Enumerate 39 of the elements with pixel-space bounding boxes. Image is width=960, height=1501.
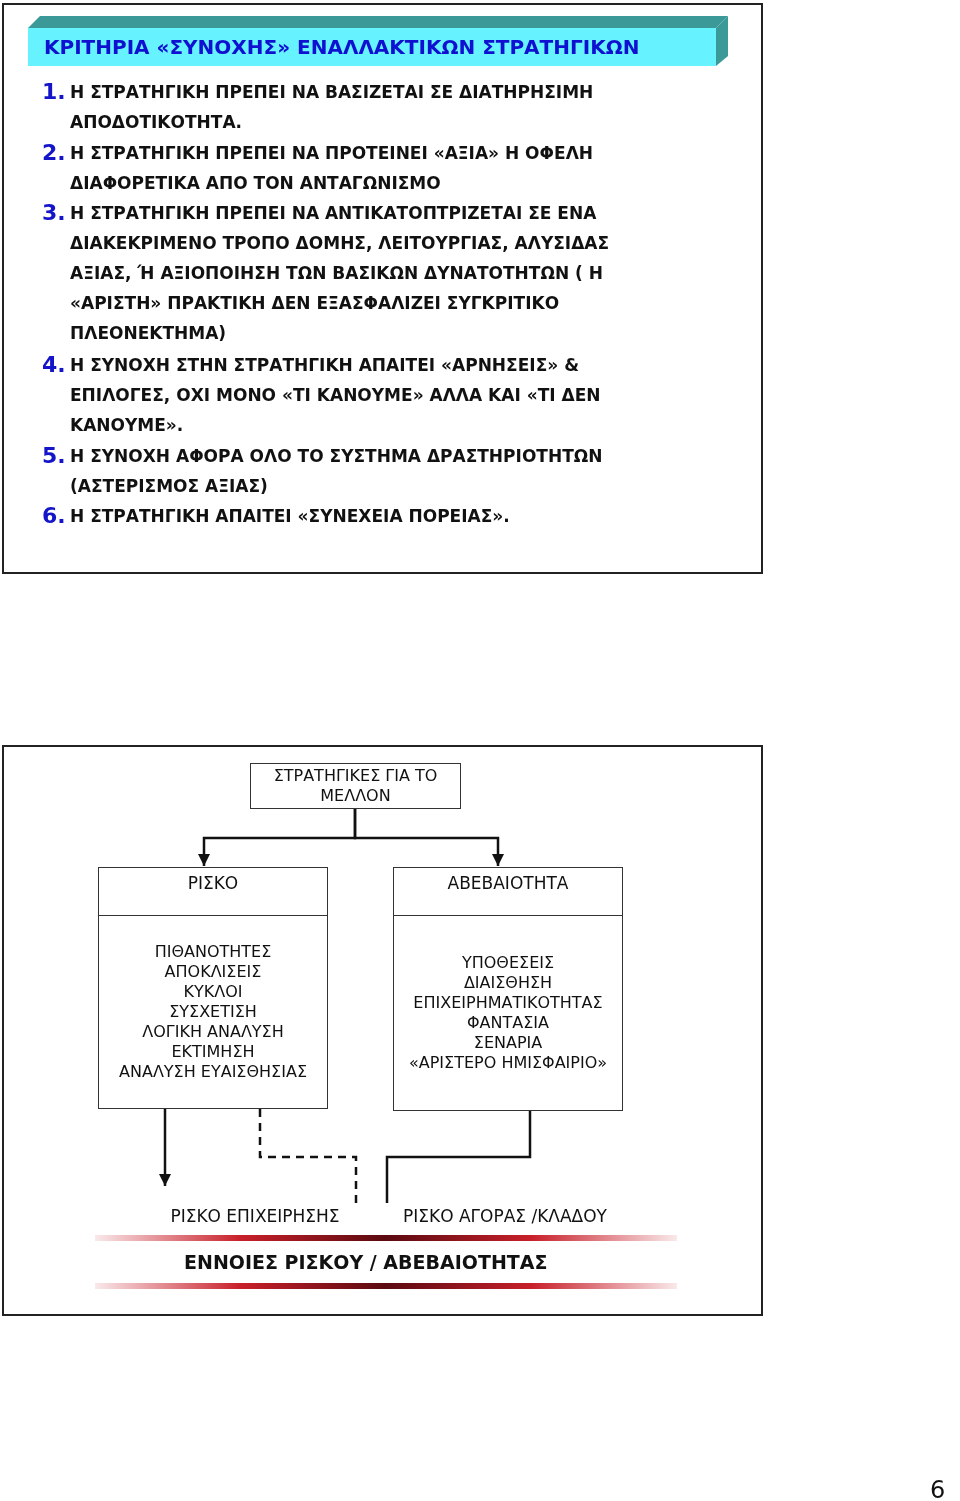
list-item-text: ΣΥΣΧΕΤΙΣΗ xyxy=(168,1002,258,1022)
list-item-text: Η ΣΤΡΑΤΗΓΙΚΗ ΠΡΕΠΕΙ ΝΑ ΑΝΤΙΚΑΤΟΠΤΡΙΖΕΤΑΙ ΣΕ ΕΝΑ ΔΙΑΚΕΚΡΙΜΕΝΟ ΤΡΟΠΟ ΔΟΜΗΣ, ΛΕΙΤΟΥΡΓΙΑΣ, ΑΛΥΣΙΔΑΣ ΑΞΙΑΣ, Ή ΑΞΙΟΠΟΙΗΣΗ ΤΩΝ ΒΑΣΙΚΩΝ ΔΥΝΑΤΟΤΗΤΩΝ ( Η «ΑΡΙΣΤΗ» ΠΡΑΚΤΙΚΗ ΔΕΝ ΕΞΑΣΦΑΛΙΖΕΙ ΣΥΓΚΡΙΤΙΚΟ ΠΛΕΟΝΕΚΤΗΜΑ) xyxy=(70,202,611,345)
header-text: ΡΙΣΚΟ xyxy=(186,872,240,894)
list-item-text: ΑΝΑΛΥΣΗ ΕΥΑΙΣΘΗΣΙΑΣ xyxy=(118,1062,308,1082)
list-item-text: ΠΙΘΑΝΟΤΗΤΕΣ xyxy=(153,942,273,962)
list-number: 6. xyxy=(42,502,66,530)
node-label: ΡΙΣΚΟ ΑΓΟΡΑΣ /ΚΛΑΔΟΥ xyxy=(380,1204,630,1228)
list-item-text: ΣΕΝΑΡΙΑ xyxy=(472,1033,544,1053)
process-box xyxy=(393,867,623,1111)
list-item-text: ΑΠΟΚΛΙΣΕΙΣ xyxy=(163,962,263,982)
list-item-text: ΦΑΝΤΑΣΙΑ xyxy=(466,1013,550,1033)
connector-line xyxy=(385,1111,532,1203)
list-item-text: Η ΣΤΡΑΤΗΓΙΚΗ ΠΡΕΠΕΙ ΝΑ ΠΡΟΤΕΙΝΕΙ «ΑΞΙΑ» Η ΟΦΕΛΗ ΔΙΑΦΟΡΕΤΙΚΑ ΑΠΟ ΤΟΝ ΑΝΤΑΓΩΝΙΣΜΟ xyxy=(70,142,595,195)
list-number: 3. xyxy=(42,199,66,227)
list-item-text: ΚΥΚΛΟΙ xyxy=(182,982,244,1002)
list-item-text: ΥΠΟΘΕΣΕΙΣ xyxy=(460,953,556,973)
list-item-text: Η ΣΥΝΟΧΗ ΣΤΗΝ ΣΤΡΑΤΗΓΙΚΗ ΑΠΑΙΤΕΙ «ΑΡΝΗΣΕΙΣ» & ΕΠΙΛΟΓΕΣ, ΟΧΙ ΜΟΝΟ «ΤΙ ΚΑΝΟΥΜΕ» ΑΛΛΑ ΚΑΙ «ΤΙ ΔΕΝ ΚΑΝΟΥΜΕ». xyxy=(70,354,602,437)
box-text: ΣΤΡΑΤΗΓΙΚΕΣ ΓΙΑ ΤΟ ΜΕΛΛΟΝ xyxy=(272,766,439,806)
connector-line xyxy=(353,809,504,866)
list-item-text: Η ΣΥΝΟΧΗ ΑΦΟΡΑ ΟΛΟ ΤΟ ΣΥΣΤΗΜΑ ΔΡΑΣΤΗΡΙΟΤΗΤΩΝ (ΑΣΤΕΡΙΣΜΟΣ ΑΞΙΑΣ) xyxy=(70,445,604,498)
list-number: 2. xyxy=(42,139,66,167)
connector-line xyxy=(258,1109,358,1203)
header-text: ΑΒΕΒΑΙΟΤΗΤΑ xyxy=(446,872,570,894)
node-label: ΡΙΣΚΟ ΕΠΙΧΕΙΡΗΣΗΣ xyxy=(150,1204,360,1228)
process-box xyxy=(98,867,328,1109)
list-item-text: ΛΟΓΙΚΗ ΑΝΑΛΥΣΗ xyxy=(141,1022,285,1042)
list-item-text: Η ΣΤΡΑΤΗΓΙΚΗ ΠΡΕΠΕΙ ΝΑ ΒΑΣΙΖΕΤΑΙ ΣΕ ΔΙΑΤΗΡΗΣΙΜΗ ΑΠΟΔΟΤΙΚΟΤΗΤΑ. xyxy=(70,81,595,134)
list-item-text: ΕΚΤΙΜΗΣΗ xyxy=(170,1042,256,1062)
process-box xyxy=(250,763,461,809)
slide-caption: ΕΝΝΟΙΕΣ ΡΙΣΚΟΥ / ΑΒΕΒΑΙΟΤΗΤΑΣ xyxy=(184,1250,548,1274)
slide-title: ΚΡΙΤΗΡΙΑ «ΣΥΝΟΧΗΣ» ΕΝΑΛΛΑΚΤΙΚΩΝ ΣΤΡΑΤΗΓΙΚΩΝ xyxy=(44,34,641,60)
list-item-text: «ΑΡΙΣΤΕΡΟ ΗΜΙΣΦΑΙΡΙΟ» xyxy=(407,1053,609,1073)
list-number: 4. xyxy=(42,351,66,379)
list-number: 1. xyxy=(42,78,66,106)
list-item-text: Η ΣΤΡΑΤΗΓΙΚΗ ΑΠΑΙΤΕΙ «ΣΥΝΕΧΕΙΑ ΠΟΡΕΙΑΣ». xyxy=(70,505,511,528)
list-number: 5. xyxy=(42,442,66,470)
page-number: 6 xyxy=(930,1476,946,1501)
connector-line xyxy=(159,1109,171,1186)
list-item-text: ΔΙΑΙΣΘΗΣΗ ΕΠΙΧΕΙΡΗΜΑΤΙΚΟΤΗΤΑΣ xyxy=(412,973,604,1013)
